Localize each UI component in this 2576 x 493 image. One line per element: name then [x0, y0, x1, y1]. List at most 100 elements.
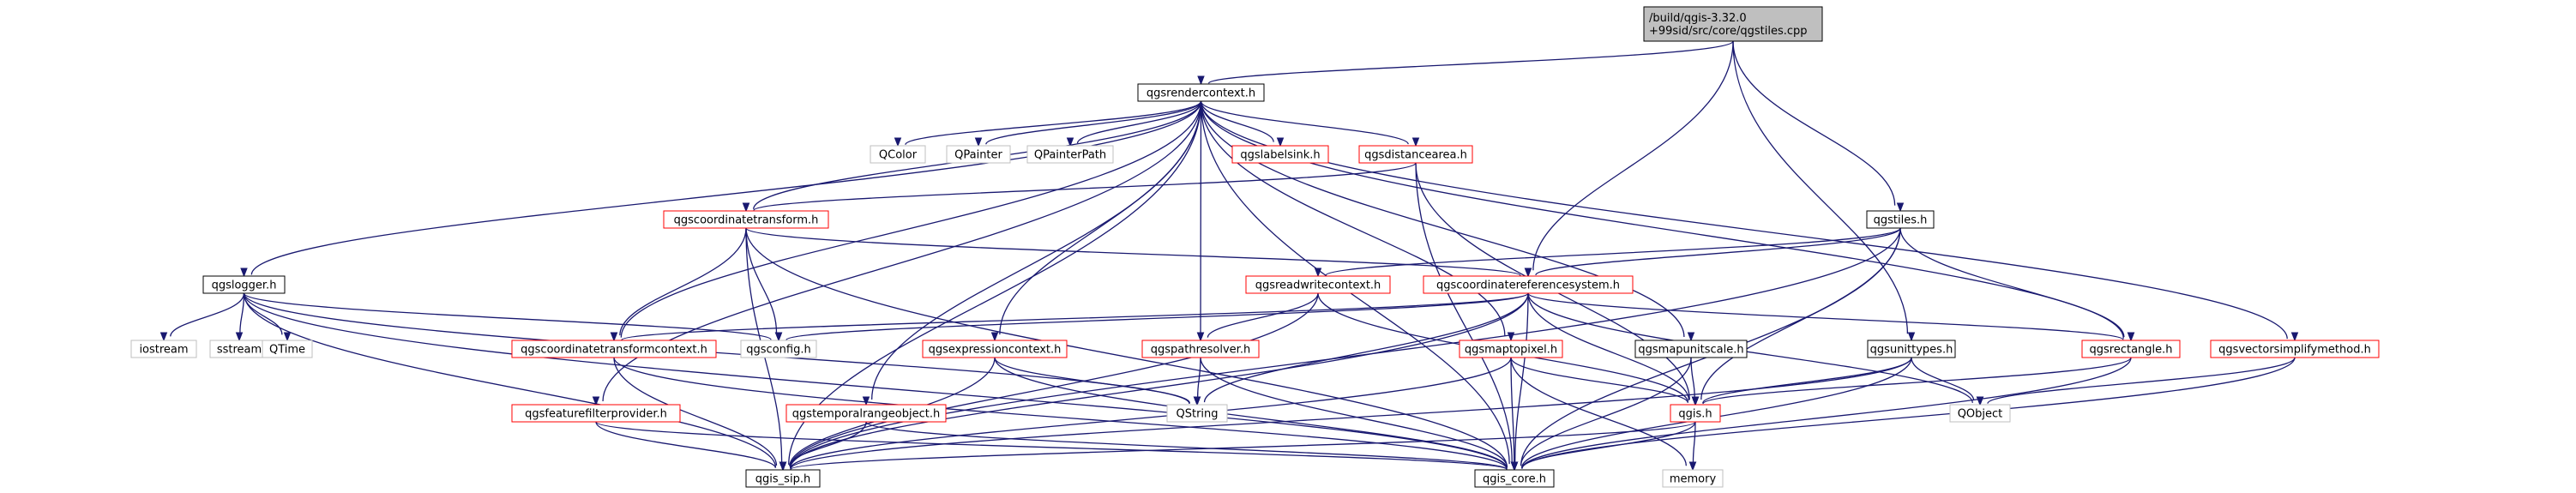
node-box	[745, 469, 821, 488]
edge-arrowhead	[240, 268, 248, 278]
node-qgsrendercontext[interactable]: qgsrendercontext.h	[1137, 83, 1265, 102]
edge-line	[1521, 421, 1696, 468]
node-qgslabelsink[interactable]: qgslabelsink.h	[1231, 145, 1329, 164]
edge-qgsrendercontext-to-qgspathresolver	[1196, 100, 1205, 342]
node-qgis_core[interactable]: qgis_core.h	[1474, 469, 1555, 488]
node-qgsexpressioncontext[interactable]: qgsexpressioncontext.h	[922, 340, 1068, 358]
node-qgstiles[interactable]: qgstiles.h	[1866, 210, 1935, 229]
node-box	[1423, 275, 1634, 294]
node-label: qgsunittypes.h	[1870, 344, 1953, 357]
node-qgsconfig[interactable]: qgsconfig.h	[740, 340, 817, 358]
edge-line	[1510, 357, 1688, 404]
edge-line	[790, 357, 1512, 469]
edge-arrowhead	[159, 332, 168, 342]
node-qgscoordinatetransform[interactable]: qgscoordinatetransform.h	[663, 210, 829, 229]
edge-line	[865, 421, 1508, 470]
edge-qgslogger-to-qgsconfig	[243, 292, 783, 342]
node-qgscoordinatetransformcontext[interactable]: qgscoordinatetransformcontext.h	[511, 340, 717, 358]
edge-qgsunittypes-to-qgis_sip	[779, 357, 1912, 472]
edge-line	[994, 357, 1508, 469]
node-box	[1867, 340, 1956, 358]
node-memory[interactable]: memory	[1662, 469, 1724, 488]
edge-line	[745, 227, 1521, 277]
node-qobject[interactable]: QObject	[1949, 404, 2011, 423]
node-qgspathresolver[interactable]: qgspathresolver.h	[1141, 340, 1260, 358]
edge-line	[985, 100, 1202, 145]
node-label: QColor	[879, 149, 918, 162]
edge-line	[1203, 292, 1529, 403]
node-qtime[interactable]: QTime	[262, 340, 313, 358]
node-box	[1670, 404, 1721, 423]
node-qgsrectangle[interactable]: qgsrectangle.h	[2081, 340, 2181, 358]
edge-line	[243, 292, 772, 340]
edge-line	[239, 292, 245, 334]
edge-qgsrendercontext-to-qcolor	[894, 100, 1202, 147]
edge-line	[1510, 357, 1515, 463]
node-qgsdistancearea[interactable]: qgsdistancearea.h	[1358, 145, 1473, 164]
edge-line	[789, 421, 867, 466]
edge-line	[1197, 357, 1201, 398]
edge-arrowhead	[774, 332, 783, 342]
edge-qgspathresolver-to-qstring	[1193, 357, 1201, 406]
edge-root-to-qgscoordinatereferencesystem	[1524, 40, 1734, 278]
edge-qgsfeaturefilterprovider-to-qgis_sip	[595, 421, 787, 472]
edge-qgsrendercontext-to-qgsrectangle	[1200, 100, 2135, 342]
node-qgslogger[interactable]: qgslogger.h	[202, 275, 286, 294]
node-qgsmaptopixel[interactable]: qgsmaptopixel.h	[1459, 340, 1563, 358]
edge-line	[905, 100, 1202, 146]
edge-qgstiles-to-qgsreadwritecontext	[1314, 227, 1901, 278]
node-qgstemporalrangeobject[interactable]: qgstemporalrangeobject.h	[785, 404, 947, 423]
node-layer: /build/qgis-3.32.0+99sid/src/core/qgstil…	[130, 6, 2380, 488]
node-box	[1662, 469, 1724, 488]
edge-arrowhead	[1976, 396, 1984, 406]
node-sstream[interactable]: sstream	[209, 340, 269, 358]
node-box	[1166, 404, 1228, 423]
edge-arrowhead	[1907, 332, 1916, 342]
edge-arrowhead	[592, 396, 600, 406]
edge-arrowhead	[1524, 268, 1532, 278]
node-label: qgis_core.h	[1483, 473, 1546, 486]
node-label: qgslogger.h	[212, 280, 277, 292]
node-label: +99sid/src/core/qgstiles.cpp	[1649, 25, 1808, 38]
edge-line	[243, 292, 777, 468]
node-qcolor[interactable]: QColor	[870, 145, 926, 164]
edge-line	[1200, 100, 1506, 336]
node-label: iostream	[139, 344, 188, 357]
edge-line	[999, 100, 1202, 335]
node-box	[202, 275, 286, 294]
edge-arrowhead	[1193, 396, 1201, 406]
node-qgsvectorsimplifymethod[interactable]: qgsvectorsimplifymethod.h	[2210, 340, 2380, 358]
edge-qgsvectorsimplifymethod-to-qgis_core	[1510, 357, 2296, 472]
edge-qgsrectangle-to-qgis	[1691, 357, 2132, 406]
node-qgscoordinatereferencesystem[interactable]: qgscoordinatereferencesystem.h	[1423, 275, 1634, 294]
node-box	[1026, 145, 1114, 164]
node-qpainterpath[interactable]: QPainterPath	[1026, 145, 1114, 164]
edge-qgsfeaturefilterprovider-to-qgis_core	[595, 421, 1519, 472]
node-box	[511, 340, 717, 358]
node-qpainter[interactable]: QPainter	[946, 145, 1011, 164]
edge-qgis-to-memory	[1688, 421, 1697, 472]
node-box	[1231, 145, 1329, 164]
edge-line	[1207, 292, 1319, 338]
node-box	[946, 145, 1011, 164]
edge-arrowhead	[1314, 268, 1322, 278]
node-qgis_sip[interactable]: qgis_sip.h	[745, 469, 821, 488]
edge-arrowhead	[1687, 332, 1695, 342]
node-qgsmapunitscale[interactable]: qgsmapunitscale.h	[1634, 340, 1748, 358]
node-qstring[interactable]: QString	[1166, 404, 1228, 423]
node-qgsfeaturefilterprovider[interactable]: qgsfeaturefilterprovider.h	[511, 404, 681, 423]
node-qgsreadwritecontext[interactable]: qgsreadwritecontext.h	[1245, 275, 1391, 294]
node-label: qgsmaptopixel.h	[1465, 344, 1557, 357]
node-box	[1866, 210, 1935, 229]
node-iostream[interactable]: iostream	[130, 340, 197, 358]
node-root[interactable]: /build/qgis-3.32.0+99sid/src/core/qgstil…	[1643, 6, 1823, 42]
node-qgsunittypes[interactable]: qgsunittypes.h	[1867, 340, 1956, 358]
edge-qgsrendercontext-to-qgsmapunitscale	[1200, 100, 1695, 342]
edge-line	[1520, 357, 1692, 466]
edge-arrowhead	[779, 461, 787, 472]
edge-line	[250, 100, 1202, 275]
node-label: QString	[1176, 408, 1218, 421]
edge-qgsunittypes-to-qobject	[1911, 357, 1984, 406]
node-qgis[interactable]: qgis.h	[1670, 404, 1721, 423]
